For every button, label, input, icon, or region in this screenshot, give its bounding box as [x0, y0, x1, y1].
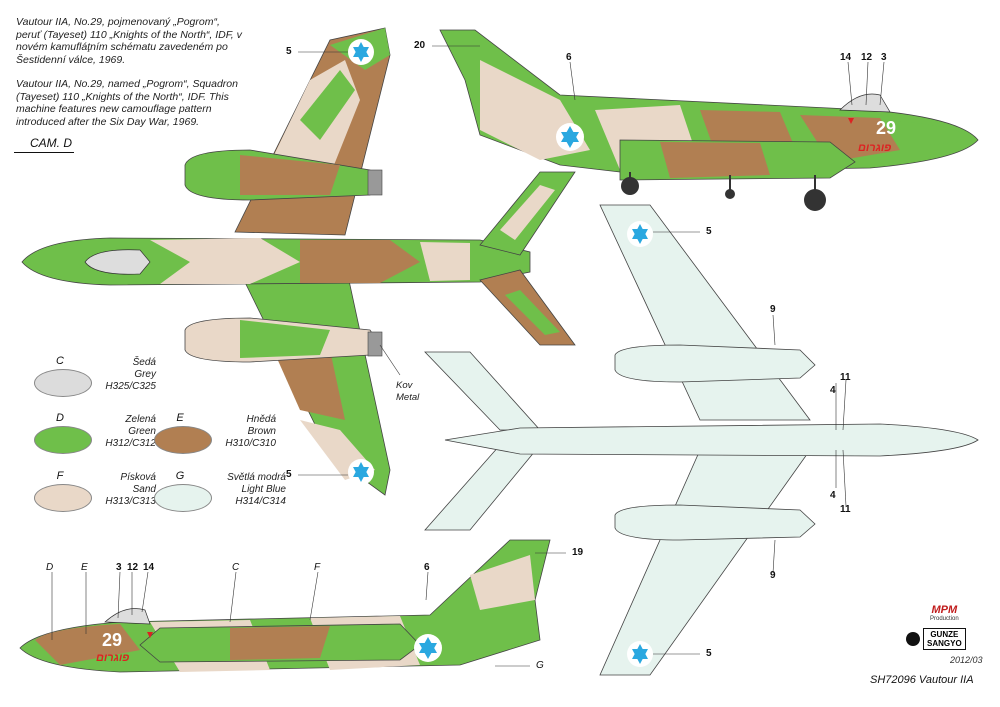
- color-chip: [154, 426, 212, 454]
- camo-scheme-label: CAM. D: [30, 136, 72, 150]
- callout-5-under-bottom: 5: [706, 648, 712, 659]
- aircraft-number-right: 29: [876, 118, 897, 138]
- callout-5-top: 5: [286, 46, 292, 57]
- callout-12-left: 12: [127, 562, 139, 573]
- callout-5-under-top: 5: [706, 226, 712, 237]
- swatch-code: H312/C312: [105, 438, 156, 449]
- color-chip: [34, 426, 92, 454]
- gunze-logo-text2: SANGYO: [927, 639, 962, 648]
- roundel-side-right: [556, 123, 584, 151]
- swatch-letter: G: [175, 470, 185, 482]
- swatch-name-en: Sand: [132, 484, 156, 495]
- mpm-logo: MPM Production: [930, 604, 959, 622]
- color-chip: [154, 484, 212, 512]
- callout-F: F: [314, 562, 321, 573]
- gunze-logo-icon: [906, 632, 920, 646]
- callout-5-bottom: 5: [286, 469, 292, 480]
- color-chip: [34, 369, 92, 397]
- swatch-name-cz: Šedá: [132, 357, 156, 368]
- callout-20: 20: [414, 40, 426, 51]
- callout-4-top: 4: [830, 385, 836, 396]
- swatch-name-en: Green: [128, 426, 156, 437]
- swatch-name-cz: Hnědá: [246, 414, 276, 425]
- callout-G: G: [536, 660, 544, 671]
- aircraft-name-left: פוגרום: [96, 652, 130, 664]
- color-chip: [34, 484, 92, 512]
- swatch-code: H314/C314: [235, 496, 286, 507]
- roundel-under-lower: [627, 641, 653, 667]
- callout-D: D: [46, 562, 54, 573]
- side-view-aircraft-left: [19, 539, 551, 673]
- callout-14-left: 14: [143, 562, 155, 573]
- roundel-side-left: [414, 634, 442, 662]
- swatch-name-cz: Zelená: [125, 414, 156, 425]
- aircraft-name-right: פוגרום: [858, 142, 892, 154]
- swatch-code: H310/C310: [225, 438, 276, 449]
- swatch-text: Hnědá Brown H310/C310: [206, 414, 276, 450]
- side-view-aircraft-right: [439, 29, 979, 211]
- callout-9-bottom: 9: [770, 570, 776, 581]
- description-english: Vautour IIA, No.29, named „Pogrom“, Squa…: [16, 78, 238, 128]
- swatch-name-cz: Světlá modrá: [227, 472, 286, 483]
- swatch-letter: D: [56, 412, 64, 424]
- swatch-name-en: Grey: [134, 369, 156, 380]
- gunze-logo-text1: GUNZE: [930, 630, 959, 639]
- swatch-code: H325/C325: [105, 381, 156, 392]
- callout-4-bottom: 4: [830, 490, 836, 501]
- product-code: SH72096 Vautour IIA: [870, 674, 974, 686]
- top-view-aircraft: [21, 27, 576, 496]
- leader-lines: [51, 45, 885, 667]
- swatch-name-en: Light Blue: [241, 484, 286, 495]
- swatch-lightblue: G Světlá modrá Light Blue H314/C314: [150, 470, 290, 520]
- gunze-logo: GUNZE SANGYO: [906, 628, 966, 650]
- gunze-logo-box: GUNZE SANGYO: [923, 628, 966, 650]
- mpm-logo-sub: Production: [930, 616, 959, 622]
- swatch-text: Světlá modrá Light Blue H314/C314: [206, 472, 286, 508]
- roundel-top-upper: [348, 39, 374, 65]
- swatch-text: Zelená Green H312/C312: [86, 414, 156, 450]
- swatch-brown: E Hnědá Brown H310/C310: [150, 412, 280, 462]
- swatch-letter: F: [56, 470, 64, 482]
- swatch-code: H313/C313: [105, 496, 156, 507]
- swatch-sand: F Písková Sand H313/C313: [30, 470, 160, 520]
- callout-3-left: 3: [116, 562, 122, 573]
- mpm-logo-text: MPM: [931, 604, 958, 616]
- callout-C: C: [232, 562, 240, 573]
- swatch-letter: E: [176, 412, 184, 424]
- description-czech: Vautour IIA, No.29, pojmenovaný „Pogrom“…: [16, 16, 242, 66]
- callout-11-bottom: 11: [840, 504, 851, 515]
- camo-underline: [14, 152, 74, 153]
- swatch-text: Šedá Grey H325/C325: [86, 357, 156, 393]
- swatch-text: Písková Sand H313/C313: [86, 472, 156, 508]
- callout-3-right: 3: [881, 52, 887, 63]
- callout-12-right: 12: [861, 52, 873, 63]
- callout-19: 19: [572, 547, 584, 558]
- swatch-name-en: Brown: [247, 426, 276, 437]
- aircraft-number-left: 29: [102, 630, 123, 650]
- callout-14-right: 14: [840, 52, 852, 63]
- callout-11-top: 11: [840, 372, 851, 383]
- swatch-grey: C Šedá Grey H325/C325: [30, 355, 160, 405]
- roundel-under-upper: [627, 221, 653, 247]
- underside-view-aircraft: [424, 204, 979, 676]
- date-label: 2012/03: [950, 655, 983, 665]
- swatch-name-cz: Písková: [120, 472, 156, 483]
- callout-6-right: 6: [566, 52, 572, 63]
- swatch-letter: C: [56, 355, 64, 367]
- swatch-green: D Zelená Green H312/C312: [30, 412, 160, 462]
- callout-9-top: 9: [770, 304, 776, 315]
- kov-metal-label: Kov Metal: [396, 380, 420, 403]
- roundel-top-lower: [348, 459, 374, 485]
- callout-E: E: [81, 562, 88, 573]
- callout-6-left: 6: [424, 562, 430, 573]
